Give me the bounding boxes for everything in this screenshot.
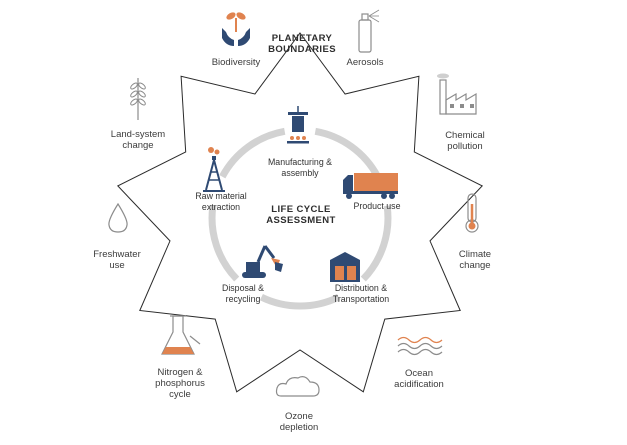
- life-cycle-assessment-title: LIFE CYCLE ASSESSMENT: [256, 204, 346, 226]
- wheat-icon: [130, 78, 147, 120]
- hands-plant-icon: [222, 11, 250, 46]
- boundary-label-aerosols: Aerosols: [330, 57, 400, 68]
- boundary-label-freshwater-use: Freshwater use: [82, 249, 152, 271]
- boundary-label-nitrogen-phosphorus: Nitrogen & phosphorus cycle: [142, 367, 218, 400]
- planetary-boundaries-title: PLANETARY BOUNDARIES: [262, 33, 342, 55]
- water-drop-icon: [109, 204, 127, 232]
- stage-label-raw-material: Raw material extraction: [180, 191, 262, 212]
- stage-label-distribution: Distribution & Transportation: [318, 283, 404, 304]
- stage-label-product-use: Product use: [344, 201, 410, 212]
- stage-label-manufacturing: Manufacturing & assembly: [258, 157, 342, 178]
- boundary-label-chemical-pollution: Chemical pollution: [430, 130, 500, 152]
- ocean-waves-icon: [398, 338, 442, 355]
- factory-icon: [437, 74, 476, 115]
- boundary-label-biodiversity: Biodiversity: [196, 57, 276, 68]
- boundary-label-land-system-change: Land-system change: [100, 129, 176, 151]
- boundary-label-ocean-acidification: Ocean acidification: [379, 368, 459, 390]
- spray-can-icon: [359, 10, 379, 52]
- cloud-icon: [277, 377, 320, 396]
- boundary-label-climate-change: Climate change: [440, 249, 510, 271]
- thermometer-icon: [466, 194, 478, 232]
- boundary-label-ozone-depletion: Ozone depletion: [264, 411, 334, 433]
- stage-label-disposal: Disposal & recycling: [208, 283, 278, 304]
- flask-icon: [162, 316, 200, 354]
